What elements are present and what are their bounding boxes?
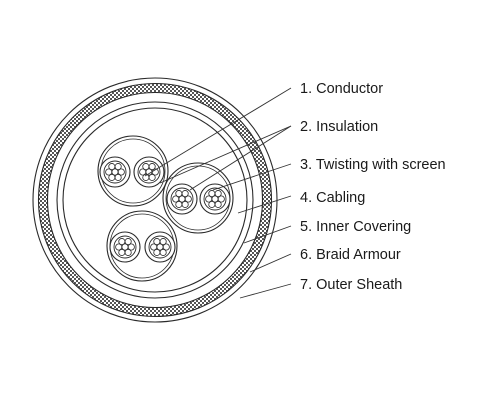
conductor-strand	[214, 190, 222, 198]
conductor-strand	[117, 168, 125, 176]
conductor-strand	[217, 195, 225, 203]
conductor-strand	[205, 195, 213, 203]
pair-screen	[97, 135, 169, 207]
insulated-core	[133, 156, 165, 188]
conductor-strand	[184, 195, 192, 203]
insulated-core	[109, 231, 141, 263]
conductor-strand	[159, 248, 167, 256]
conductor-strand	[148, 173, 156, 181]
conductor-strand	[142, 173, 150, 181]
conductor-strand	[162, 243, 170, 251]
label-insulation: 2. Insulation	[300, 119, 378, 135]
conductor-strand	[150, 243, 158, 251]
conductor-strand	[124, 238, 132, 246]
conductor-strand	[153, 238, 161, 246]
conductor-strand	[214, 200, 222, 208]
label-conductor: 1. Conductor	[300, 81, 383, 97]
conductor-strand	[175, 190, 183, 198]
braid-armour-outer-edge	[37, 82, 273, 318]
conductor-outline	[148, 235, 172, 259]
twisted-pair-1	[97, 135, 169, 207]
outer-sheath-outline	[32, 77, 278, 323]
braid-armour-inner-edge	[46, 91, 264, 309]
conductor-strand	[139, 168, 147, 176]
conductor-outline	[137, 160, 161, 184]
insulated-core	[99, 156, 131, 188]
conductor-strand	[118, 248, 126, 256]
conductor-outline	[170, 187, 194, 211]
conductor-strand	[148, 163, 156, 171]
pair-screen	[162, 162, 234, 234]
label-cabling: 4. Cabling	[300, 190, 365, 206]
insulated-core	[166, 183, 198, 215]
conductor-strand	[127, 243, 135, 251]
conductor-outline	[113, 235, 137, 259]
conductor-strand	[114, 163, 122, 171]
leader-braid-armour	[249, 253, 292, 273]
leader-insulation-2	[189, 125, 292, 191]
insulated-core	[199, 183, 231, 215]
conductor-strand	[108, 173, 116, 181]
conductor-strand	[208, 190, 216, 198]
conductor-strand	[115, 243, 123, 251]
conductor-strand	[124, 248, 132, 256]
conductor-strand	[153, 248, 161, 256]
leader-conductor	[144, 87, 292, 177]
leader-twisting-with-screen	[212, 163, 292, 191]
braid-armour-band	[38, 83, 272, 317]
leader-outer-sheath	[239, 283, 292, 299]
label-braid-armour: 6. Braid Armour	[300, 247, 401, 263]
conductor-strand	[114, 173, 122, 181]
conductor-outline	[103, 160, 127, 184]
leader-cabling	[237, 195, 292, 214]
conductor-strand	[175, 200, 183, 208]
inner-covering-outline	[56, 101, 254, 299]
label-inner-covering: 5. Inner Covering	[300, 219, 411, 235]
twisted-pair-2	[162, 162, 234, 234]
conductor-strand	[181, 190, 189, 198]
leader-insulation	[159, 125, 292, 184]
label-outer-sheath: 7. Outer Sheath	[300, 277, 402, 293]
conductor-strand	[159, 238, 167, 246]
leader-inner-covering	[243, 225, 292, 244]
pair-screen	[106, 210, 178, 282]
conductor-strand	[172, 195, 180, 203]
cabling-outline	[62, 107, 248, 293]
conductor-strand	[108, 163, 116, 171]
insulated-core	[144, 231, 176, 263]
conductor-outline	[203, 187, 227, 211]
conductor-strand	[105, 168, 113, 176]
conductor-strand	[181, 200, 189, 208]
label-twisting-with-screen: 3. Twisting with screen	[300, 157, 446, 173]
conductor-strand	[118, 238, 126, 246]
conductor-strand	[208, 200, 216, 208]
twisted-pair-3	[106, 210, 178, 282]
conductor-strand	[142, 163, 150, 171]
